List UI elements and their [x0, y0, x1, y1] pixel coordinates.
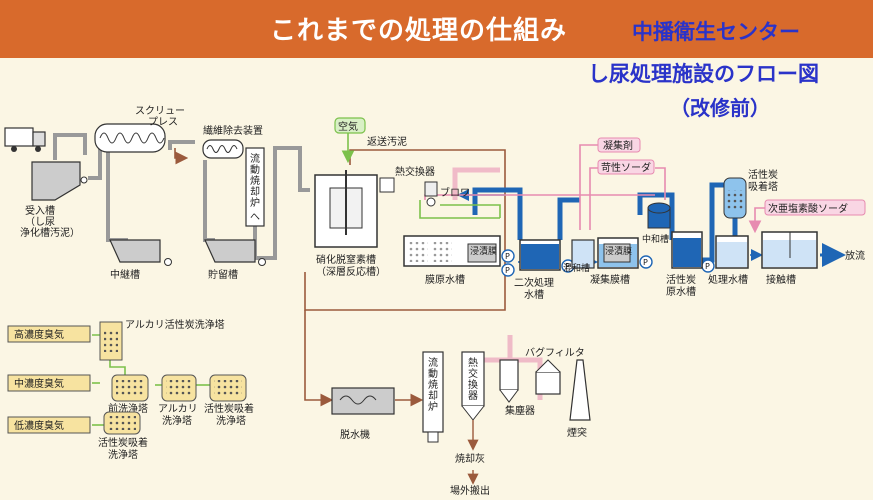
diagram-note: （改修前）: [670, 96, 770, 120]
receiving-tank: [31, 161, 88, 201]
nitrification-tank: [314, 170, 378, 248]
heat-exchanger-2: [461, 351, 485, 421]
off-site-label: 場外搬出: [450, 484, 490, 497]
chimney: [569, 359, 591, 421]
svg-text:P: P: [505, 266, 510, 275]
secondary-tank: [519, 239, 561, 271]
truck-icon: [4, 127, 46, 152]
treated-water-tank: [715, 235, 749, 269]
return-sludge-label: 返送汚泥: [367, 135, 407, 148]
header-bar: これまでの処理の仕組み: [0, 0, 873, 58]
heat-exchanger-label: 熱交換器: [395, 165, 435, 178]
storage-tank: [204, 239, 256, 263]
low-odor-box: [7, 416, 91, 434]
screw-press: [94, 123, 166, 153]
carbon-wash-tower-1: [209, 374, 247, 402]
air-box: [334, 117, 366, 134]
to-incinerator-label: 流動焼却炉へ: [250, 152, 260, 223]
sludge-pipes: [53, 130, 310, 260]
treated-water-tank-label: 処理水槽: [708, 273, 748, 286]
carbon-wash-tower-2: [103, 411, 141, 435]
neutralization-tank-label: 中和槽: [642, 233, 669, 245]
carbon-raw-tank-label: 活性炭原水槽: [666, 273, 696, 298]
blower-label: ブロワ: [440, 186, 470, 199]
neutralization-tank: [647, 202, 671, 229]
bag-filter: [535, 359, 561, 395]
storage-tank-label: 貯留槽: [208, 268, 238, 281]
carbon-wash-tower-1-label: 活性炭吸着洗浄塔: [204, 402, 254, 427]
carbon-adsorption-tower: [723, 177, 747, 219]
fluid-incinerator: [422, 351, 444, 443]
alkali-wash-tower: [161, 374, 197, 402]
alkali-carbon-tower-label: アルカリ活性炭洗浄塔: [125, 318, 225, 331]
contact-tank-label: 接触槽: [766, 273, 796, 286]
caustic-soda-label: 苛性ソーダ: [601, 161, 651, 174]
high-odor-label: 高濃度臭気: [14, 328, 64, 341]
incineration-ash-label: 焼却灰: [455, 452, 485, 465]
svg-text:P: P: [643, 258, 648, 267]
mid-odor-box: [7, 374, 91, 392]
chimney-label: 煙突: [567, 426, 587, 439]
svg-text:P: P: [565, 262, 570, 271]
diagram-subtitle: し尿処理施設のフロー図: [588, 62, 819, 86]
mixing-tank-label: 混和槽: [563, 262, 590, 274]
mixing-tank: [571, 239, 595, 269]
caustic-soda-box: [597, 159, 655, 175]
low-odor-label: 低濃度臭気: [14, 419, 64, 432]
screw-press-label: スクリュープレス: [135, 105, 185, 128]
pump-icon: P P P P P: [501, 249, 715, 277]
coag-membrane-tank-label: 凝集膜槽: [590, 273, 630, 286]
carbon-wash-tower-2-label: 活性炭吸着洗浄塔: [98, 436, 148, 461]
heat-exchanger-2-label: 熱交換器: [468, 356, 478, 402]
immersion-membrane-2-label: 浸漬膜: [605, 245, 632, 257]
pre-wash-tower: [111, 374, 149, 402]
high-odor-box: [7, 325, 91, 343]
dust-collector: [499, 359, 519, 403]
svg-text:P: P: [705, 262, 710, 271]
heat-exchanger: [379, 177, 395, 193]
page-title: これまでの処理の仕組み: [270, 16, 568, 46]
dust-collector-label: 集塵器: [505, 404, 535, 417]
immersion-membrane-1-label: 浸漬膜: [470, 245, 497, 257]
nitrification-tank-label: 硝化脱窒素槽（深層反応槽）: [316, 253, 386, 278]
coagulant-box: [597, 137, 641, 153]
svg-text:P: P: [505, 252, 510, 261]
membrane-raw-tank-label: 膜原水槽: [425, 273, 465, 286]
carbon-raw-tank: [671, 231, 703, 269]
blower-icon: [424, 181, 438, 207]
contact-tank: [761, 231, 818, 269]
alkali-wash-tower-label: アルカリ洗浄塔: [158, 403, 198, 427]
coagulant-label: 凝集剤: [603, 139, 633, 152]
dewatering-machine: [331, 387, 395, 415]
fiber-removal-device: [202, 139, 244, 159]
dewatering-machine-label: 脱水機: [340, 428, 370, 441]
to-incinerator-box: [245, 147, 265, 227]
fluid-incinerator-label: 流動焼却炉: [428, 356, 438, 413]
secondary-tank-label: 二次処理水槽: [514, 276, 554, 301]
relay-tank-label: 中継槽: [110, 268, 140, 281]
receiving-tank-label: 受入槽（し尿浄化槽汚泥）: [20, 204, 80, 239]
carbon-tower-label: 活性炭吸着塔: [748, 168, 778, 193]
bag-filter-label: バグフィルタ: [525, 346, 585, 359]
hypochlorite-label: 次亜塩素酸ソーダ: [768, 202, 848, 215]
alkali-carbon-tower: [99, 321, 123, 361]
mid-odor-label: 中濃度臭気: [14, 377, 64, 390]
discharge-label: 放流: [845, 249, 865, 262]
relay-tank: [109, 239, 161, 263]
fiber-removal-label: 繊維除去装置: [203, 124, 263, 137]
facility-name: 中播衛生センター: [632, 20, 800, 44]
air-label: 空気: [338, 120, 358, 133]
membrane-raw-tank: [403, 235, 501, 267]
hypochlorite-box: [764, 199, 866, 216]
coag-membrane-tank: [597, 237, 639, 269]
